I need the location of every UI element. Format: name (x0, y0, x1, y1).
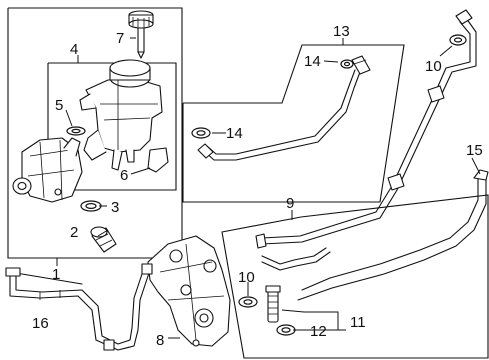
union-fitting (265, 285, 281, 323)
pump-mounting-bracket (147, 235, 231, 347)
reservoir-bracket (147, 147, 169, 173)
callout-12: 12 (310, 323, 327, 340)
reservoir (79, 59, 163, 171)
callout-1: 1 (52, 266, 60, 283)
return-pipe-upper (255, 9, 477, 249)
callout-7: 7 (116, 30, 124, 47)
cooler-line (5, 263, 153, 351)
callout-3: 3 (111, 199, 119, 216)
pump-fitting (90, 226, 117, 253)
pressure-hose (197, 55, 371, 161)
callout-14-lower: 14 (226, 125, 243, 142)
return-pipe-frame (221, 194, 489, 359)
callout-10-upper: 10 (425, 58, 442, 75)
callout-4: 4 (70, 41, 78, 58)
pressure-hose-frame (182, 38, 405, 203)
callout-10-lower: 10 (238, 269, 255, 286)
callout-13: 13 (333, 23, 350, 40)
return-pipe-lower (261, 247, 331, 271)
callout-2: 2 (70, 224, 78, 241)
leader-lines (65, 37, 481, 339)
callout-15: 15 (466, 142, 483, 159)
callout-6: 6 (120, 167, 128, 184)
callout-9: 9 (286, 195, 294, 212)
power-steering-pump (12, 137, 83, 203)
reservoir-cap (128, 10, 154, 59)
callout-14-upper: 14 (304, 53, 321, 70)
callout-16: 16 (32, 315, 49, 332)
callout-11: 11 (350, 314, 366, 331)
return-hose (297, 169, 489, 301)
callout-5: 5 (55, 97, 63, 114)
callout-8: 8 (156, 332, 164, 349)
